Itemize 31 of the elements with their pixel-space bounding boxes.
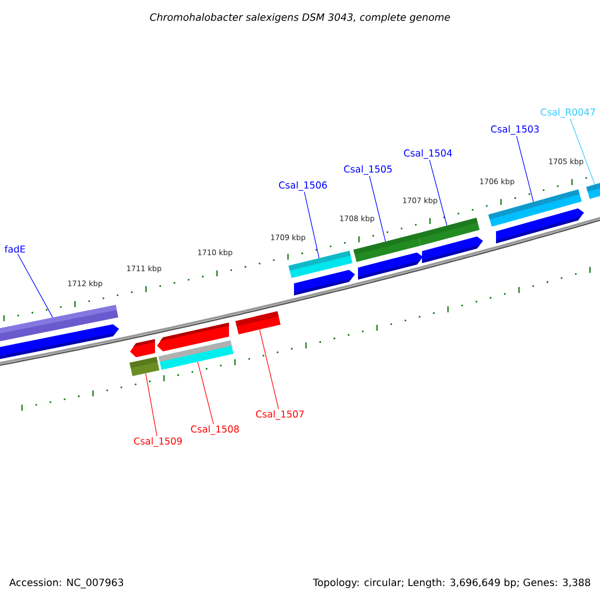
- gene-bar: [158, 340, 234, 370]
- gene-label: fadE: [4, 245, 25, 253]
- gene-bar: [288, 250, 352, 278]
- leader-line: [570, 118, 596, 185]
- leader-line: [145, 373, 158, 436]
- gene-label: Csal_1508: [191, 425, 239, 435]
- gene-bar: [0, 304, 118, 342]
- leader-line: [304, 192, 320, 258]
- footer-text: Accession: NC_007963: [9, 578, 124, 588]
- gene-label: Csal_1506: [279, 181, 327, 191]
- leader-line: [429, 160, 448, 226]
- gene-bar: [130, 356, 160, 376]
- gene-label: Csal_1509: [134, 437, 182, 447]
- gene-bar: [417, 218, 480, 246]
- gene-label: Csal_1504: [404, 149, 452, 159]
- leader-line: [197, 362, 214, 424]
- gene-block: [130, 339, 155, 358]
- gene-bar: [586, 182, 600, 199]
- leader-line: [369, 176, 386, 242]
- gene-label: Csal_1503: [491, 125, 539, 135]
- leader-line: [259, 329, 279, 410]
- gene-bar: [488, 189, 582, 227]
- gene-label: Csal_R0047: [540, 108, 595, 118]
- gene-bar: [353, 233, 421, 262]
- title: Chromohalobacter salexigens DSM 3043, complete genome: [150, 13, 450, 23]
- gene-label: Csal_1507: [256, 410, 304, 420]
- leader-line: [17, 254, 54, 318]
- gene-label: Csal_1505: [344, 165, 392, 175]
- gene-bar: [235, 311, 281, 334]
- leader-line: [516, 136, 534, 202]
- footer-text: Topology: circular; Length: 3,696,649 bp; Genes: 3,388: [312, 578, 590, 588]
